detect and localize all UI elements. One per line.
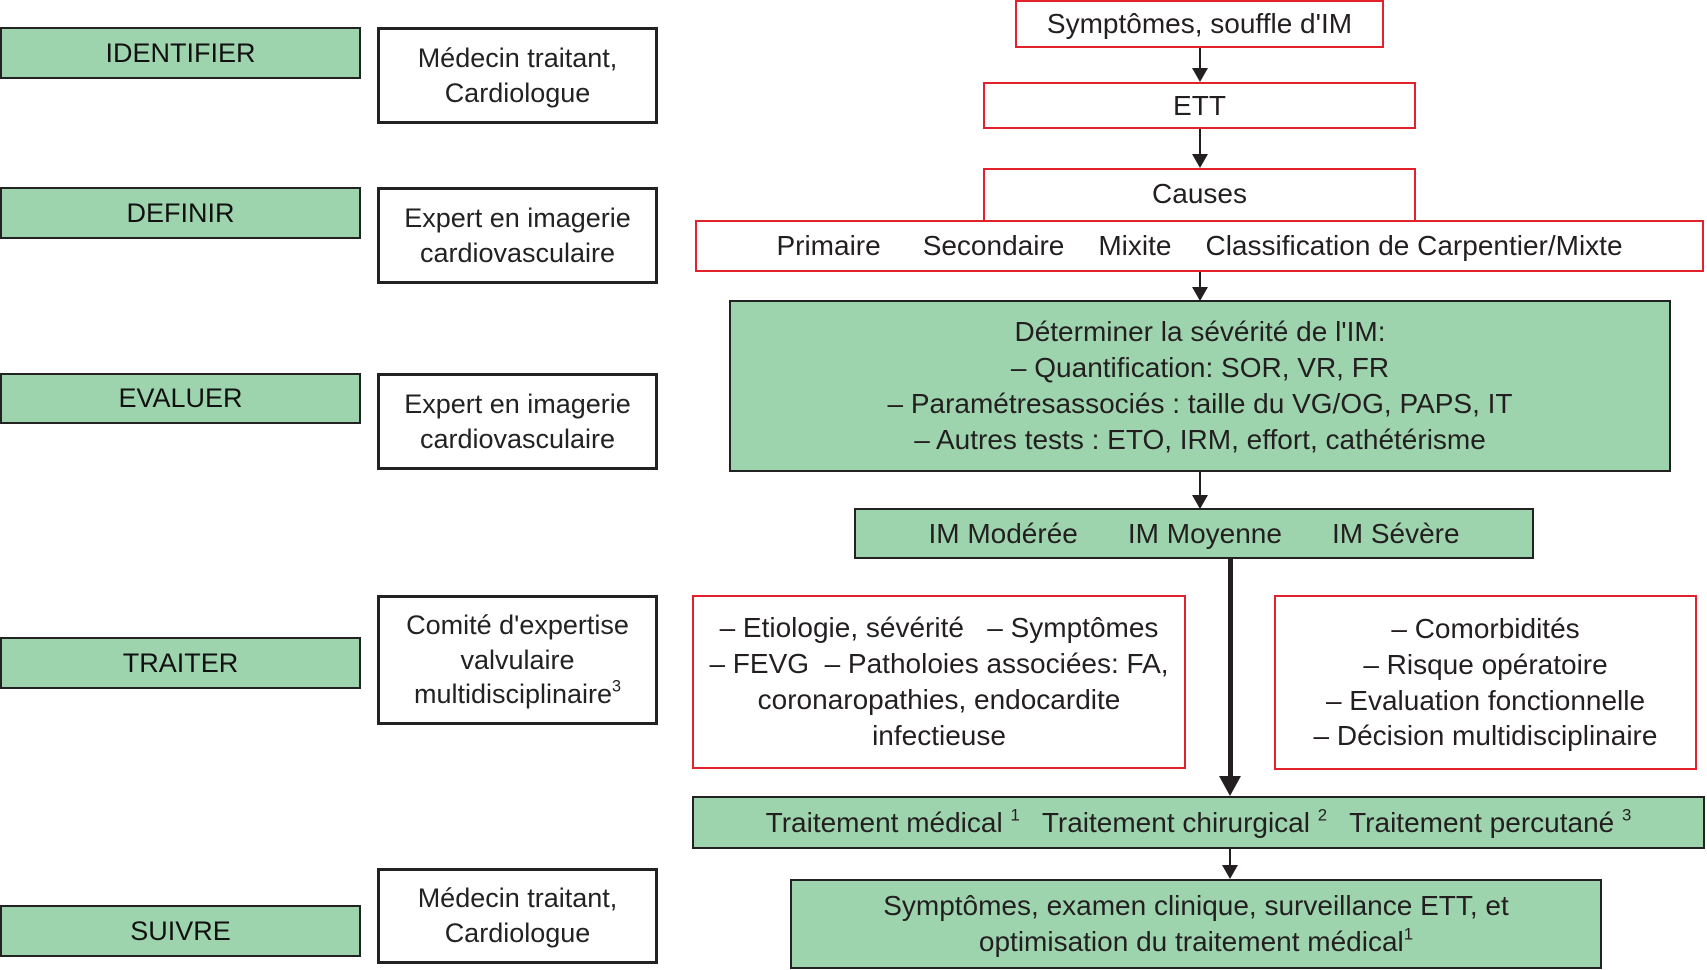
actor-line: Expert en imagerie — [404, 202, 631, 233]
severity-line: Déterminer la sévérité de l'IM: — [1014, 316, 1386, 348]
arrow-head-icon — [1192, 287, 1208, 301]
patient-factors-box: – Etiologie, sévérité – Symptômes – FEVG… — [692, 595, 1186, 769]
followup-text: optimisation du traitement médical — [978, 926, 1404, 957]
actor-line: Médecin traitant, — [417, 42, 618, 73]
factor-line: – Risque opératoire — [1363, 648, 1608, 680]
actor-line: Comité d'expertise — [406, 610, 629, 641]
treatment-percutaneous: Traitement percutané 3 — [1349, 805, 1631, 841]
treatments-box: Traitement médical 1 Traitement chirurgi… — [692, 796, 1705, 849]
arrow-head-icon — [1222, 865, 1238, 879]
cause-type: Secondaire — [922, 230, 1065, 262]
stage-identifier: IDENTIFIER — [0, 27, 361, 79]
footnote-ref: 1 — [1010, 804, 1020, 824]
stage-definir: DEFINIR — [0, 187, 361, 239]
footnote-ref: 2 — [1317, 804, 1328, 824]
ett-text: ETT — [1173, 89, 1226, 121]
actor-line: Cardiologue — [444, 918, 591, 948]
actor-line: cardiovasculaire — [419, 423, 616, 454]
severity-line: – Quantification: SOR, VR, FR — [1010, 352, 1390, 384]
treatment-label: Traitement médical — [765, 806, 1003, 838]
arrow-head-icon — [1192, 154, 1208, 168]
treatments-row: Traitement médical 1 Traitement chirurgi… — [766, 805, 1632, 841]
arrow-line — [1199, 472, 1201, 496]
actor-line: cardiovasculaire — [419, 237, 616, 268]
actor-identifier: Médecin traitant, Cardiologue — [377, 27, 658, 124]
stage-suivre: SUIVRE — [0, 905, 361, 957]
arrow-line — [1199, 272, 1201, 288]
grade-moyenne: IM Moyenne — [1127, 517, 1282, 549]
factor-line: – Evaluation fonctionnelle — [1325, 684, 1646, 716]
cause-types-row: Primaire Secondaire Mixite Classificatio… — [776, 228, 1622, 264]
severity-box: Déterminer la sévérité de l'IM: – Quanti… — [729, 300, 1671, 472]
decision-factors-box: – Comorbidités – Risque opératoire – Eva… — [1274, 595, 1697, 770]
actor-text: multidisciplinaire — [413, 679, 613, 710]
stage-label: DEFINIR — [126, 197, 235, 228]
main-arrow-line — [1228, 559, 1233, 779]
causes-text: Causes — [1152, 178, 1247, 209]
cause-type: Primaire — [776, 230, 881, 262]
footnote-ref: 3 — [612, 677, 622, 696]
factor-line: – FEVG – Patholoies associées: FA, — [709, 648, 1169, 680]
actor-line: Expert en imagerie — [404, 388, 631, 419]
treatment-label: Traitement chirurgical — [1041, 806, 1310, 838]
stage-label: SUIVRE — [130, 915, 231, 946]
cause-type: Mixite — [1098, 230, 1172, 262]
stage-evaluer: EVALUER — [0, 373, 361, 424]
causes-box: Causes — [983, 168, 1416, 222]
grades-box: IM Modérée IM Moyenne IM Sévère — [854, 508, 1534, 559]
cause-types-box: Primaire Secondaire Mixite Classificatio… — [695, 220, 1704, 272]
arrow-line — [1199, 129, 1201, 155]
arrow-line — [1229, 849, 1231, 867]
grade-moderee: IM Modérée — [928, 517, 1078, 549]
treatment-surgical: Traitement chirurgical 2 — [1042, 805, 1327, 841]
treatment-medical: Traitement médical 1 — [766, 805, 1020, 841]
stage-label: EVALUER — [118, 383, 243, 414]
arrow-line — [1199, 48, 1201, 70]
cause-type: Classification de Carpentier/Mixte — [1205, 230, 1623, 262]
actor-line: Médecin traitant, — [417, 883, 618, 914]
factor-line: – Etiologie, sévérité – Symptômes — [719, 612, 1159, 644]
followup-line: optimisation du traitement médical1 — [979, 924, 1413, 960]
treatment-label: Traitement percutané — [1349, 806, 1615, 838]
factor-line: – Comorbidités — [1391, 612, 1580, 644]
stage-label: IDENTIFIER — [105, 37, 256, 68]
symptoms-box: Symptômes, souffle d'IM — [1015, 0, 1384, 48]
severity-line: – Autres tests : ETO, IRM, effort, cathé… — [914, 423, 1486, 455]
footnote-ref: 3 — [1622, 804, 1632, 824]
actor-line: multidisciplinaire3 — [414, 677, 621, 712]
stage-label: TRAITER — [122, 647, 239, 678]
factor-line: infectieuse — [872, 719, 1006, 751]
factor-line: – Décision multidisciplinaire — [1313, 720, 1658, 752]
grades-row: IM Modérée IM Moyenne IM Sévère — [928, 516, 1459, 552]
actor-definir: Expert en imagerie cardiovasculaire — [377, 187, 658, 284]
factor-line: coronaropathies, endocardite — [757, 684, 1121, 715]
actor-traiter: Comité d'expertise valvulaire multidisci… — [377, 595, 658, 725]
symptoms-text: Symptômes, souffle d'IM — [1046, 8, 1353, 40]
arrow-head-icon — [1192, 68, 1208, 82]
actor-suivre: Médecin traitant, Cardiologue — [377, 868, 658, 964]
followup-line: Symptômes, examen clinique, surveillance… — [883, 890, 1509, 922]
followup-box: Symptômes, examen clinique, surveillance… — [790, 879, 1602, 969]
actor-line: Cardiologue — [444, 77, 591, 108]
grade-severe: IM Sévère — [1331, 517, 1460, 549]
arrow-head-icon — [1192, 495, 1208, 509]
actor-evaluer: Expert en imagerie cardiovasculaire — [377, 373, 658, 470]
arrow-head-icon — [1219, 776, 1241, 796]
stage-traiter: TRAITER — [0, 637, 361, 689]
severity-line: – Paramétresassociés : taille du VG/OG, … — [887, 388, 1513, 419]
footnote-ref: 1 — [1403, 924, 1414, 944]
ett-box: ETT — [983, 82, 1416, 129]
actor-line: valvulaire — [460, 644, 575, 675]
